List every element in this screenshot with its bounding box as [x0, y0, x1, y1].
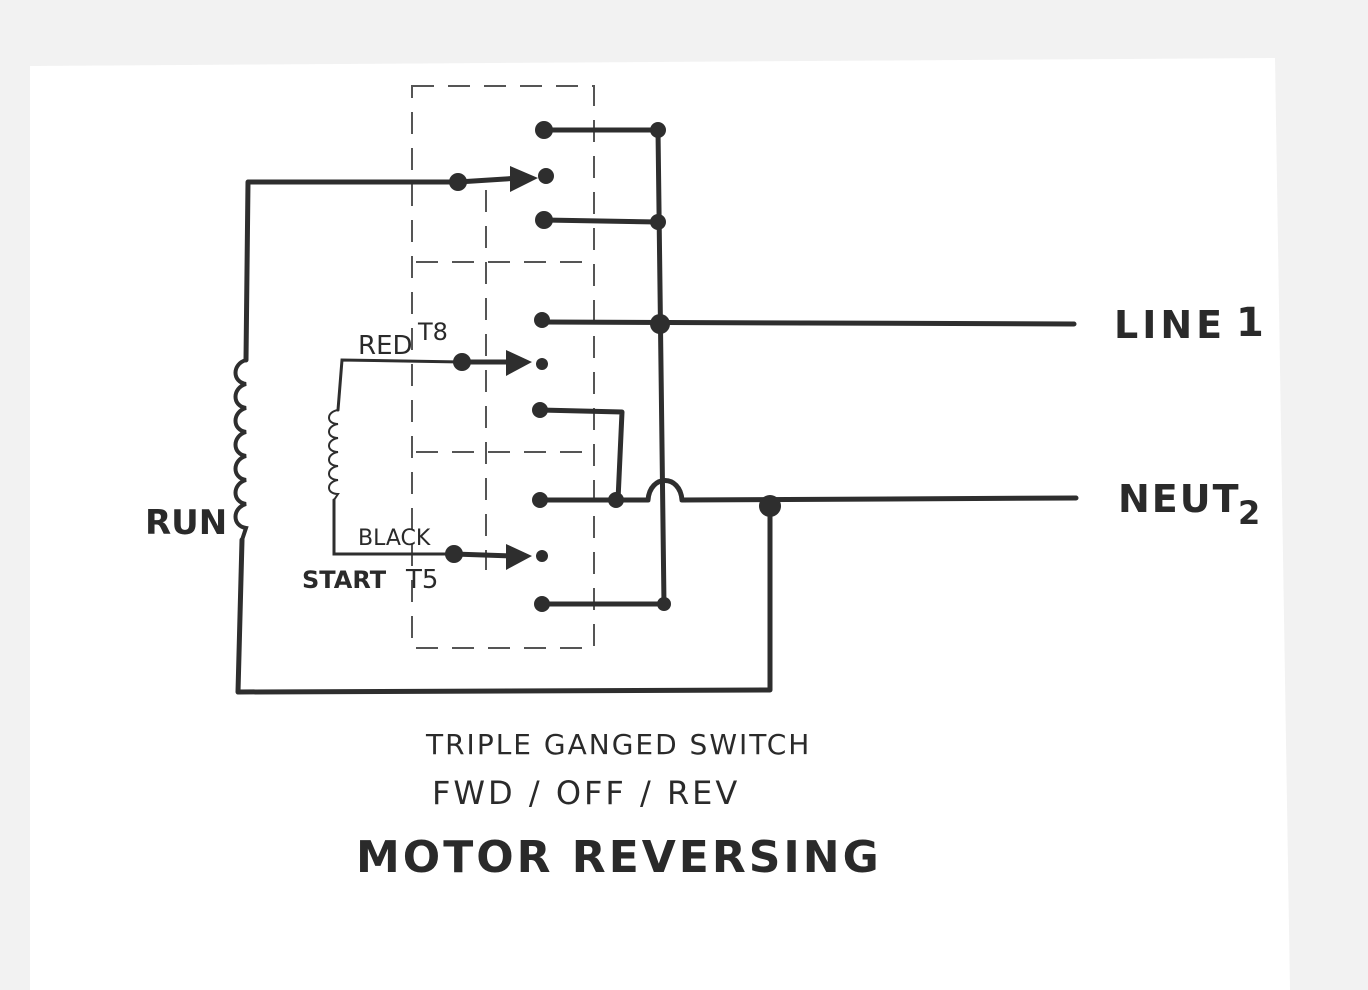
start-terminal-label: T5	[405, 565, 438, 595]
switch-caption: TRIPLE GANGED SWITCH	[425, 728, 811, 761]
switch-pole-2	[453, 350, 532, 376]
run-loop-bottom-wire	[235, 503, 773, 695]
start-winding-top-wire	[336, 358, 464, 412]
start-label: START	[302, 566, 387, 594]
switch-pole-1	[449, 166, 538, 192]
red-terminal-label: T8	[417, 318, 448, 346]
black-label: BLACK	[358, 526, 431, 551]
start-winding-coil	[328, 409, 340, 501]
neutral-number-label: 2	[1238, 494, 1260, 532]
positions-caption: FWD / OFF / REV	[432, 774, 740, 812]
red-label: RED	[358, 331, 413, 361]
neutral-bus	[537, 407, 1079, 517]
line-label: LINE	[1114, 303, 1226, 347]
start-winding-bottom-wire	[332, 498, 454, 556]
run-loop-wire	[243, 179, 461, 363]
neutral-label: NEUT	[1118, 477, 1241, 521]
run-label: RUN	[145, 503, 227, 543]
diagram-title: MOTOR REVERSING	[356, 832, 882, 883]
line-bus	[539, 122, 1077, 611]
switch-enclosure	[411, 85, 595, 649]
line-number-label: 1	[1236, 300, 1264, 346]
paper-sheet	[30, 58, 1290, 990]
switch-pole-3	[445, 544, 532, 570]
run-winding-coil	[233, 358, 249, 541]
